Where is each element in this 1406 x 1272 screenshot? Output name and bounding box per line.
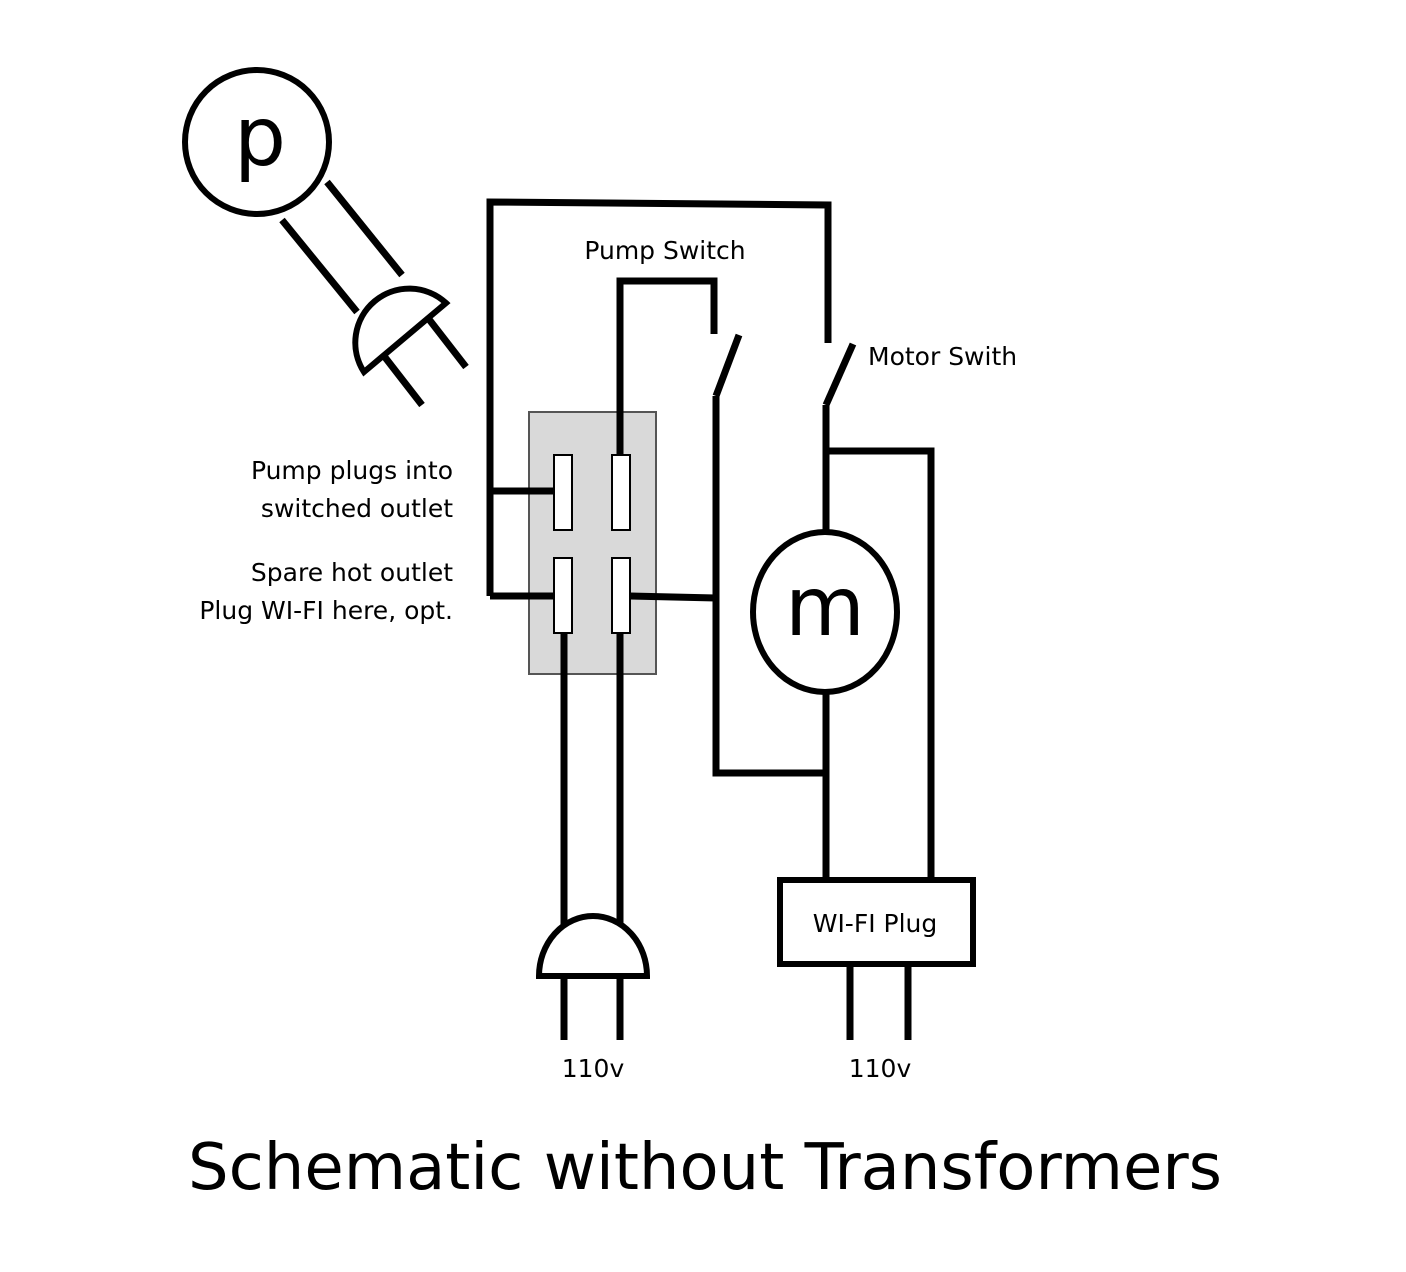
motor-switch-blade — [822, 342, 857, 407]
outlet-box-body — [528, 411, 657, 675]
main-plug-icon — [535, 913, 651, 1040]
motor-switch-label: Motor Swith — [868, 342, 1017, 371]
pump-switch-blade — [712, 333, 743, 398]
pump-plug-prong-2 — [425, 315, 469, 370]
wifi-plug-box — [777, 877, 976, 967]
wire-pump-switch-feed — [616, 277, 718, 455]
wire-pump-switch-return — [712, 396, 827, 777]
wire-top-loop — [486, 198, 832, 495]
voltage-label-right: 110v — [849, 1054, 912, 1083]
pump-outlet-label-line2: switched outlet — [261, 494, 453, 523]
wifi-plug: WI-FI Plug — [777, 877, 976, 1040]
pump-circle — [182, 67, 332, 217]
outlet-slot-top-right — [611, 454, 631, 531]
duplex-outlet-box — [528, 411, 657, 675]
pump-outlet-label-line1: Pump plugs into — [251, 456, 453, 485]
pump-symbol-letter: p — [234, 90, 286, 185]
pump-plug-prong-1 — [381, 353, 425, 408]
wire-motor-to-wifi-right — [826, 447, 935, 880]
pump-cord-left — [279, 217, 360, 315]
outlet-slot-bottom-left — [553, 557, 573, 634]
wifi-plug-label: WI-FI Plug — [813, 909, 938, 938]
motor: m — [750, 529, 900, 695]
pump-switch-label: Pump Switch — [584, 236, 745, 265]
voltage-label-left: 110v — [562, 1054, 625, 1083]
labels: Pump Switch Motor Swith Pump plugs into … — [199, 236, 1017, 1083]
diagram-title: Schematic without Transformers — [188, 1131, 1222, 1205]
motor-symbol-letter: m — [785, 560, 865, 655]
wiring — [486, 198, 935, 930]
pump-assembly: p — [182, 67, 469, 408]
spare-outlet-label-line1: Spare hot outlet — [251, 558, 453, 587]
pump-plug-icon — [352, 285, 469, 408]
outlet-slot-top-left — [553, 454, 573, 531]
pump-cord-right — [324, 179, 405, 278]
motor-circle — [750, 529, 900, 695]
wire-outlet-bottom-right — [629, 592, 717, 602]
outlet-slot-bottom-right — [611, 557, 631, 634]
spare-outlet-label-line2: Plug WI-FI here, opt. — [199, 596, 453, 625]
